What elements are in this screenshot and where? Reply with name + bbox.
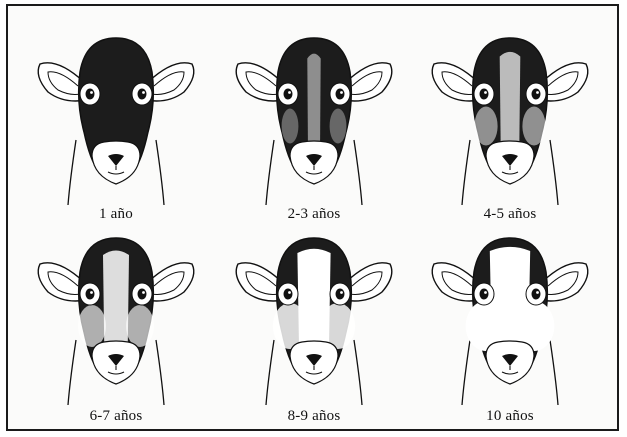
goat-head-illustration-1: [18, 20, 214, 220]
neck-line-left: [68, 340, 76, 405]
eye-glint-left: [484, 291, 487, 294]
goat-head-illustration-5: [216, 220, 412, 420]
eye-right: [336, 289, 345, 300]
cheek-patch-left: [282, 109, 299, 144]
panel-age-6-7: 6-7 años: [18, 220, 214, 430]
eye-right: [532, 289, 541, 300]
panel-label: 8-9 años: [216, 408, 412, 425]
cheek-patch-right: [522, 107, 545, 146]
cheek-patch-left: [78, 305, 106, 347]
panel-label: 6-7 años: [18, 408, 214, 425]
cheek-patch-right: [330, 109, 347, 144]
cheek-patch-right: [126, 305, 154, 347]
eye-glint-right: [142, 91, 145, 94]
eye-left: [284, 89, 293, 100]
eye-right: [336, 89, 345, 100]
eye-glint-left: [90, 91, 93, 94]
neck-line-right: [354, 340, 362, 405]
eye-right: [532, 89, 541, 100]
face-blaze: [500, 52, 521, 153]
eye-glint-right: [340, 91, 343, 94]
goat-head-illustration-6: [412, 220, 608, 420]
eye-glint-left: [90, 291, 93, 294]
goat-head-illustration-4: [18, 220, 214, 420]
eye-right: [138, 89, 147, 100]
neck-line-right: [550, 140, 558, 205]
neck-line-left: [68, 140, 76, 205]
panel-age-4-5: 4-5 años: [412, 20, 608, 230]
figure-frame: 1 año 2-3 años 4-5 años 6-7 años 8-9 año…: [6, 4, 619, 431]
eye-glint-right: [340, 291, 343, 294]
neck-line-left: [462, 140, 470, 205]
eye-glint-left: [484, 91, 487, 94]
eye-left: [284, 289, 293, 300]
panel-age-10: 10 años: [412, 220, 608, 430]
eye-glint-right: [536, 91, 539, 94]
neck-line-right: [156, 340, 164, 405]
panel-label: 10 años: [412, 408, 608, 425]
neck-line-right: [354, 140, 362, 205]
neck-line-right: [550, 340, 558, 405]
neck-line-left: [266, 140, 274, 205]
cheek-patch-left: [474, 107, 497, 146]
face-blaze: [103, 251, 129, 354]
eye-glint-left: [288, 91, 291, 94]
panel-age-8-9: 8-9 años: [216, 220, 412, 430]
eye-left: [86, 89, 95, 100]
neck-line-right: [156, 140, 164, 205]
eye-left: [86, 289, 95, 300]
neck-line-left: [462, 340, 470, 405]
face-blaze: [307, 54, 320, 153]
neck-line-left: [266, 340, 274, 405]
eye-glint-right: [536, 291, 539, 294]
goat-head-illustration-3: [412, 20, 608, 220]
eye-glint-right: [142, 291, 145, 294]
goat-head-illustration-2: [216, 20, 412, 220]
panel-age-2-3: 2-3 años: [216, 20, 412, 230]
eye-glint-left: [288, 291, 291, 294]
eye-right: [138, 289, 147, 300]
panel-age-1: 1 año: [18, 20, 214, 230]
eye-left: [480, 289, 489, 300]
eye-left: [480, 89, 489, 100]
